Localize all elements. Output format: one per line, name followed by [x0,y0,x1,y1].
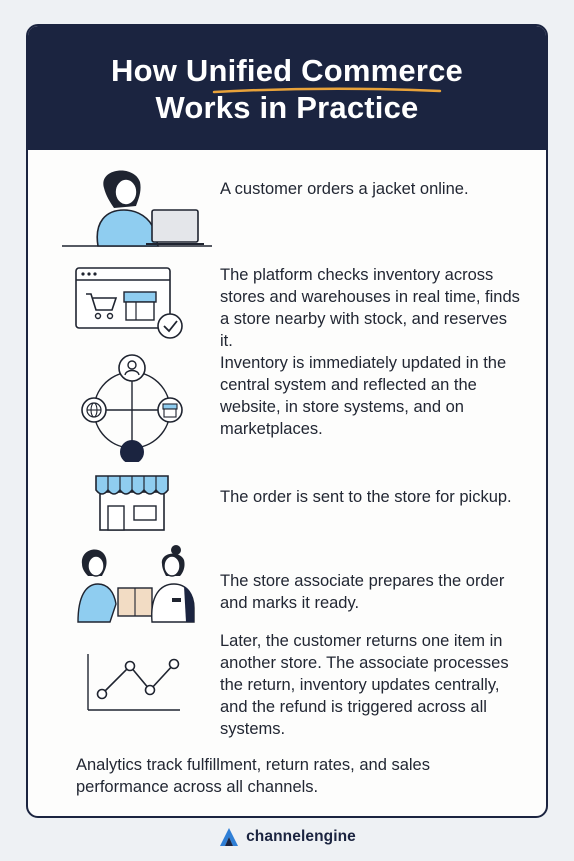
infographic-card: How Unified Commerce Works in Practice A… [26,24,548,818]
browser-cart-store-icon [75,267,183,339]
page-title: How Unified Commerce Works in Practice [28,52,546,126]
step-6-text: Later, the customer returns one item in … [220,632,509,738]
step-1-text: A customer orders a jacket online. [220,180,469,198]
central-system-network-icon [81,354,183,462]
associate-handoff-icon [77,545,195,623]
title-accent-underline [212,87,442,94]
line-chart-icon [87,654,180,711]
step-3-text: Inventory is immediately updated in the … [220,354,507,438]
title-line-1: How Unified Commerce [111,53,463,88]
step-4-text: The order is sent to the store for picku… [220,488,512,506]
analytics-summary: Analytics track fulfillment, return rate… [76,756,430,796]
customer-laptop-icon [62,170,212,247]
step-5-text: The store associate prepares the order a… [220,572,505,612]
brand-footer: channelengine [0,824,574,850]
brand-name: channelengine [246,828,356,845]
storefront-icon [95,475,169,531]
header-banner: How Unified Commerce Works in Practice [28,26,546,150]
step-2-text: The platform checks inventory across sto… [220,266,520,350]
channelengine-logo-icon [220,828,239,846]
title-line-2: Works in Practice [155,90,419,125]
